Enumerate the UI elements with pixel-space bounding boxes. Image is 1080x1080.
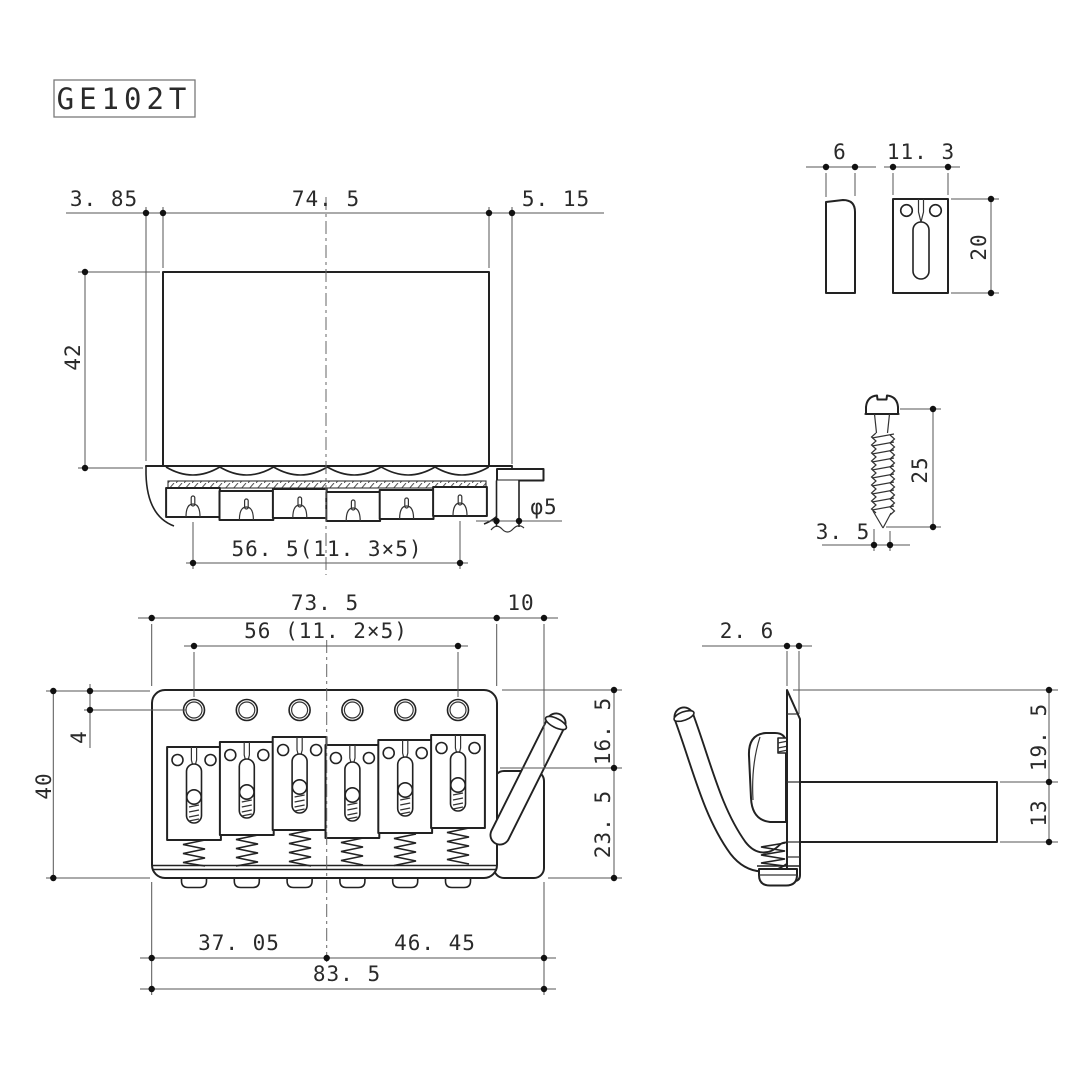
dim-saddle-width: 11. 3 bbox=[887, 140, 955, 164]
model-number: GE102T bbox=[57, 82, 192, 116]
plate-rear-lip bbox=[152, 864, 497, 871]
saddle-intonation-slot bbox=[912, 221, 930, 280]
rear-view-dimensions: 3. 85 74. 5 5. 15 42 56. 5(11. 3×5) φ5 bbox=[61, 187, 604, 569]
arm-break-line bbox=[490, 525, 525, 533]
intonation-spring-side bbox=[760, 842, 786, 867]
intonation-springs bbox=[182, 827, 470, 867]
top-view-dimensions: 73. 5 10 56 (11. 2×5) 4 40 16. 5 23. 5 3… bbox=[32, 591, 622, 995]
rear-view: 3. 85 74. 5 5. 15 42 56. 5(11. 3×5) φ5 bbox=[61, 187, 604, 575]
string-grooves bbox=[185, 494, 468, 522]
plate-scallops bbox=[165, 466, 490, 476]
plate-left-cap bbox=[145, 466, 175, 527]
dim-plate-width: 73. 5 bbox=[291, 591, 359, 615]
screw-detail: 25 3. 5 bbox=[816, 394, 941, 551]
arm-tip-cut-face-side bbox=[673, 709, 695, 723]
saddle-detail-dimensions: 6 11. 3 20 bbox=[806, 140, 999, 297]
saddle-6 bbox=[430, 734, 486, 829]
string-hole-tabs bbox=[180, 878, 472, 889]
dim-string-spread: 56. 5(11. 3×5) bbox=[231, 537, 422, 561]
dim-front-section: 16. 5 bbox=[591, 697, 615, 765]
saddle-screw-hole-right bbox=[928, 203, 943, 218]
saddle-side-profile bbox=[825, 199, 856, 294]
dim-block-height: 42 bbox=[61, 343, 85, 370]
intonation-screw-head bbox=[758, 868, 798, 887]
saddle-2 bbox=[218, 741, 275, 836]
dim-block-width: 74. 5 bbox=[292, 187, 360, 211]
dim-hole-inset: 4 bbox=[67, 730, 91, 744]
arm-tip-cut-face bbox=[544, 715, 568, 731]
screw-tip bbox=[872, 510, 892, 529]
side-view: 2. 6 19. 5 13 bbox=[673, 619, 1058, 887]
dim-screw-diameter: 3. 5 bbox=[816, 520, 871, 544]
tremolo-arm-plan bbox=[489, 712, 568, 846]
plate-edge-on bbox=[786, 689, 801, 882]
dim-arm-base-width: 10 bbox=[507, 591, 534, 615]
saddle-1 bbox=[166, 746, 222, 841]
dim-overall-width: 83. 5 bbox=[313, 962, 381, 986]
screw-head bbox=[865, 394, 899, 415]
dim-saddle-height: 20 bbox=[967, 233, 991, 260]
title-box bbox=[53, 79, 196, 118]
dim-rear-section: 23. 5 bbox=[591, 790, 615, 858]
saddle-row-plan bbox=[166, 734, 486, 841]
side-view-dimensions: 2. 6 19. 5 13 bbox=[702, 619, 1058, 846]
saddle-top-slot bbox=[917, 199, 925, 223]
arm-holder-bar bbox=[496, 468, 545, 482]
screw-dimensions: 25 3. 5 bbox=[816, 405, 941, 551]
mounting-holes bbox=[182, 698, 470, 722]
tremolo-block-side bbox=[799, 781, 998, 843]
dim-plate-left-offset: 3. 85 bbox=[70, 187, 138, 211]
dim-right-of-center: 46. 45 bbox=[394, 931, 476, 955]
dim-saddle-thickness: 6 bbox=[833, 140, 847, 164]
dim-plate-thickness: 2. 6 bbox=[720, 619, 775, 643]
title-block: GE102T bbox=[53, 79, 196, 118]
dim-screw-hole-spacing: 56 (11. 2×5) bbox=[244, 619, 408, 643]
dim-plate-right-offset: 5. 15 bbox=[522, 187, 590, 211]
saddle-4 bbox=[324, 744, 381, 839]
plate-feature-lines bbox=[787, 713, 800, 858]
saddle-screw-hole-left bbox=[899, 203, 914, 218]
dim-block-height: 13 bbox=[1027, 799, 1051, 826]
saddle-detail: 6 11. 3 20 bbox=[806, 140, 999, 297]
top-view: 73. 5 10 56 (11. 2×5) 4 40 16. 5 23. 5 3… bbox=[32, 591, 622, 995]
dim-arm-diameter: φ5 bbox=[530, 495, 557, 519]
screw-threads bbox=[870, 432, 896, 529]
dim-screw-length: 25 bbox=[908, 456, 932, 483]
intonation-spring-strip bbox=[167, 480, 487, 489]
dim-left-of-center: 37. 05 bbox=[198, 931, 280, 955]
saddle-3 bbox=[271, 736, 328, 831]
screw-neck bbox=[873, 413, 891, 434]
saddle-row-rear bbox=[165, 486, 488, 522]
arm-stub-fill bbox=[496, 480, 519, 529]
dim-plate-top-to-block: 19. 5 bbox=[1027, 703, 1051, 771]
saddle-side bbox=[747, 732, 789, 823]
dim-plate-depth: 40 bbox=[32, 772, 56, 799]
saddle-5 bbox=[377, 739, 434, 834]
